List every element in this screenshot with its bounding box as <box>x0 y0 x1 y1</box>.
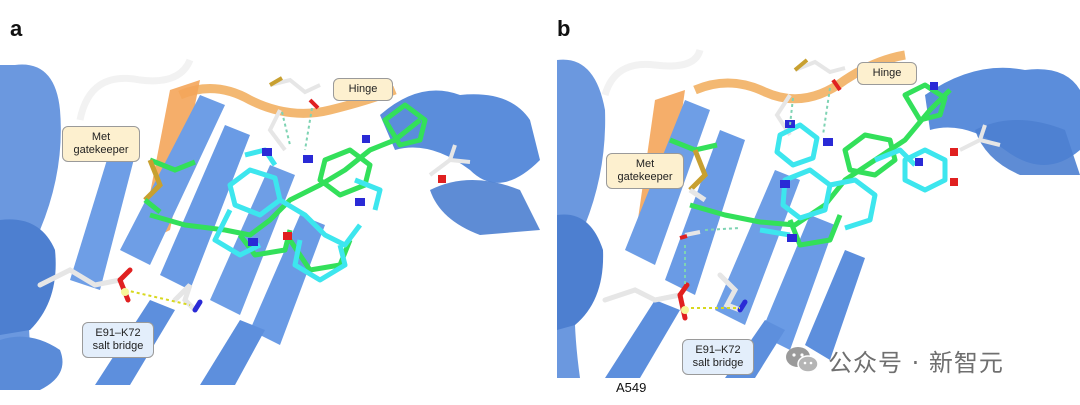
met-gatekeeper-sticks-a <box>143 157 196 214</box>
panel-b: b <box>545 0 1080 405</box>
panel-letter-a: a <box>10 16 23 41</box>
water-sticks-b <box>679 230 701 240</box>
beta-strand-a1 <box>120 95 225 265</box>
ligand-green-b <box>689 82 952 248</box>
panel-a: a <box>0 16 540 390</box>
ligand-cyan-b <box>759 122 948 238</box>
loop-white-b <box>601 48 704 97</box>
met-gatekeeper-sticks-b <box>669 137 718 203</box>
gatekeeper-label-b: Met gatekeeper <box>606 153 684 189</box>
hinge-residue-sticks-b <box>774 58 846 137</box>
side-chain-right-b <box>959 124 1001 152</box>
k72-residue-a <box>172 283 203 313</box>
beta-strand-b3 <box>715 170 800 325</box>
wechat-logo-icon <box>786 347 819 373</box>
beta-strand-b5 <box>805 250 865 360</box>
side-chain-right-a <box>428 144 471 177</box>
hinge-label-b: Hinge <box>857 62 917 85</box>
gatekeeper-label-a: Met gatekeeper <box>62 126 140 162</box>
cell-line-caption-b: A549 <box>616 380 647 395</box>
beta-strand-b4 <box>760 215 835 350</box>
beta-strand-a5 <box>70 150 135 290</box>
hinge-hbond-a <box>281 107 313 151</box>
protein-structure-a <box>0 58 540 390</box>
beta-strand-a2 <box>160 125 250 290</box>
hinge-hbond-b <box>789 87 831 136</box>
hinge-label-a: Hinge <box>333 78 393 101</box>
salt-bridge-label-b: E91–K72 salt bridge <box>682 339 754 375</box>
loop-white-a <box>76 58 194 121</box>
watermark: 公众号 · 新智元 <box>784 340 1074 380</box>
e91-residue-b <box>602 282 690 321</box>
water-hbond-b <box>684 227 741 285</box>
salt-bridge-hbond-a <box>124 289 191 306</box>
watermark-text: 公众号 · 新智元 <box>828 348 1004 377</box>
panel-letter-b: b <box>557 16 571 41</box>
beta-strand-a4 <box>250 215 325 345</box>
hinge-residue-sticks-a <box>267 76 321 152</box>
heteroatoms-a <box>248 135 446 246</box>
salt-bridge-label-a: E91–K72 salt bridge <box>82 322 154 358</box>
